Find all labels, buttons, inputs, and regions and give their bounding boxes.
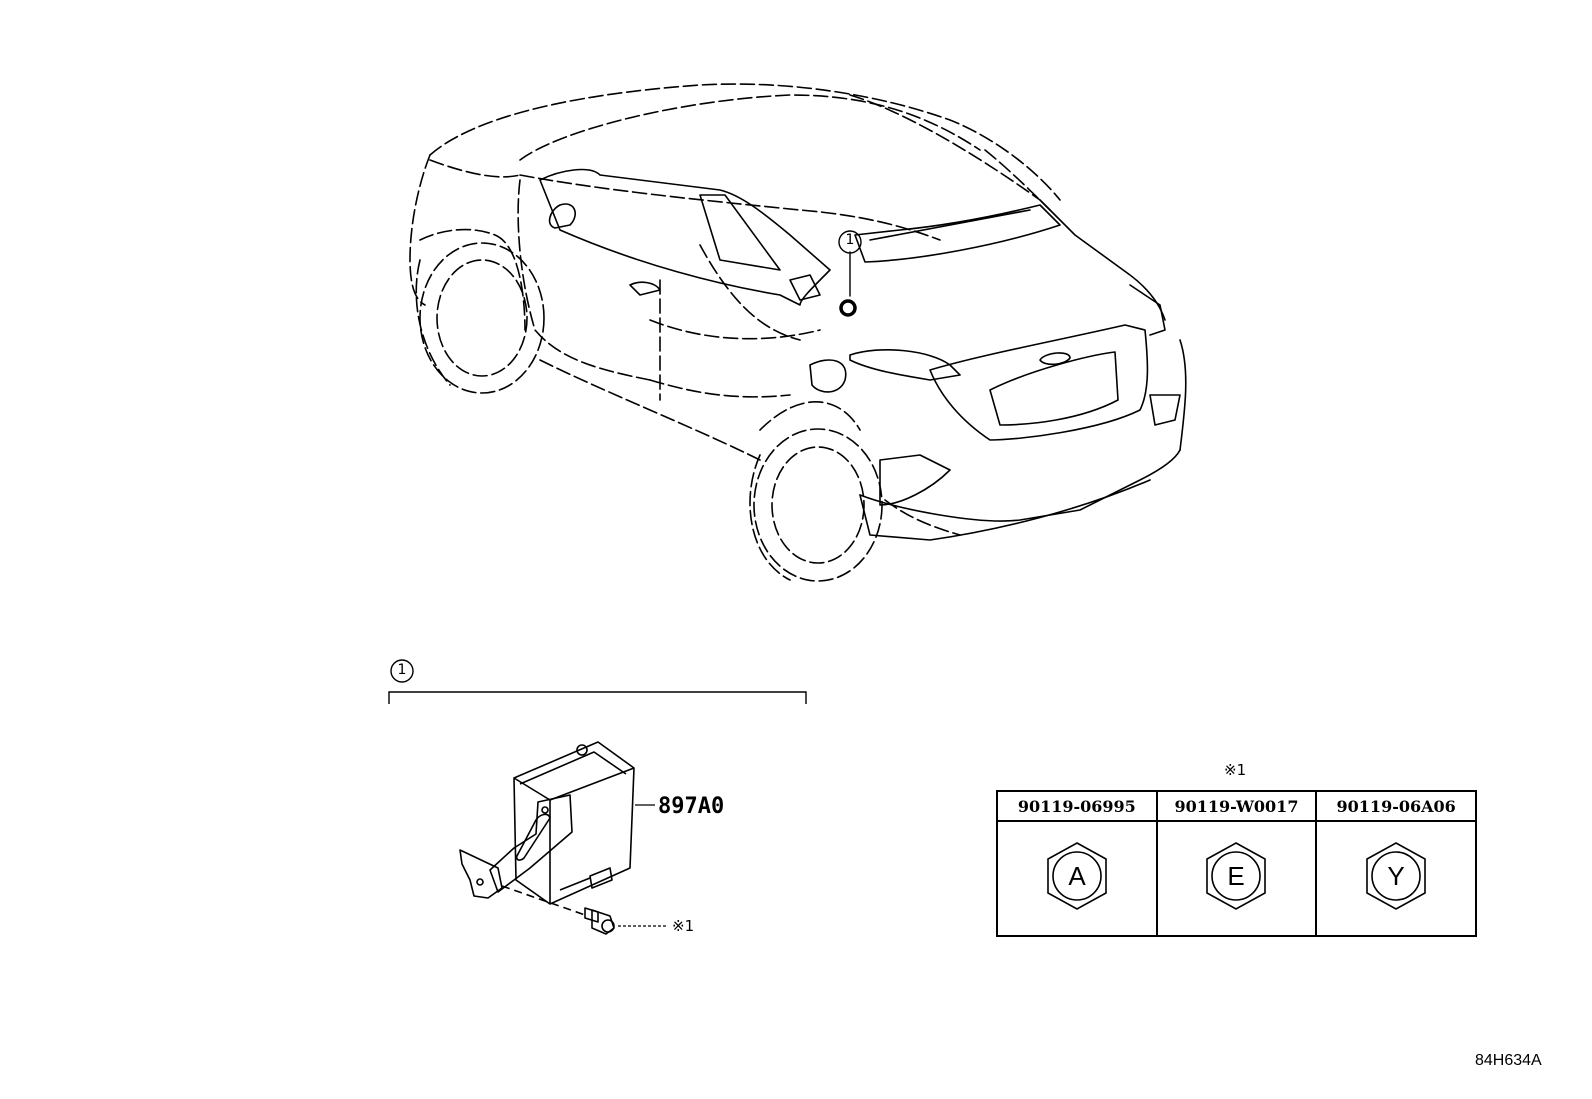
callout-circle [838, 230, 862, 254]
table-header-cell: 90119-06995 [996, 790, 1158, 822]
fastener-note-ref: ※1 [672, 917, 695, 935]
drawing-code: 84H634A [1475, 1052, 1542, 1069]
vehicle-illustration [409, 83, 1187, 582]
table-symbol-cell: E [1155, 820, 1318, 937]
fastener-table: 90119-06995 90119-W0017 90119-06A06 A E … [996, 790, 1477, 937]
module-illustration [459, 741, 668, 935]
table-symbol-row: A E Y [996, 820, 1477, 937]
hex-nut-icon: Y [1366, 842, 1426, 910]
part-number-label: 897A0 [658, 794, 725, 819]
hex-mark: E [1228, 861, 1245, 891]
hex-mark: A [1068, 861, 1086, 891]
table-header-row: 90119-06995 90119-W0017 90119-06A06 [996, 790, 1477, 822]
hex-nut-icon: E [1206, 842, 1267, 910]
table-note-ref: ※1 [1224, 761, 1247, 779]
table-header-cell: 90119-W0017 [1155, 790, 1318, 822]
table-symbol-cell: Y [1315, 820, 1477, 937]
hex-nut-icon: A [1047, 842, 1107, 910]
section-bracket [388, 659, 807, 704]
table-symbol-cell: A [996, 820, 1158, 937]
callout-number: 1 [845, 232, 855, 248]
section-number: 1 [397, 662, 407, 678]
hex-mark: Y [1387, 861, 1404, 891]
table-header-cell: 90119-06A06 [1315, 790, 1477, 822]
